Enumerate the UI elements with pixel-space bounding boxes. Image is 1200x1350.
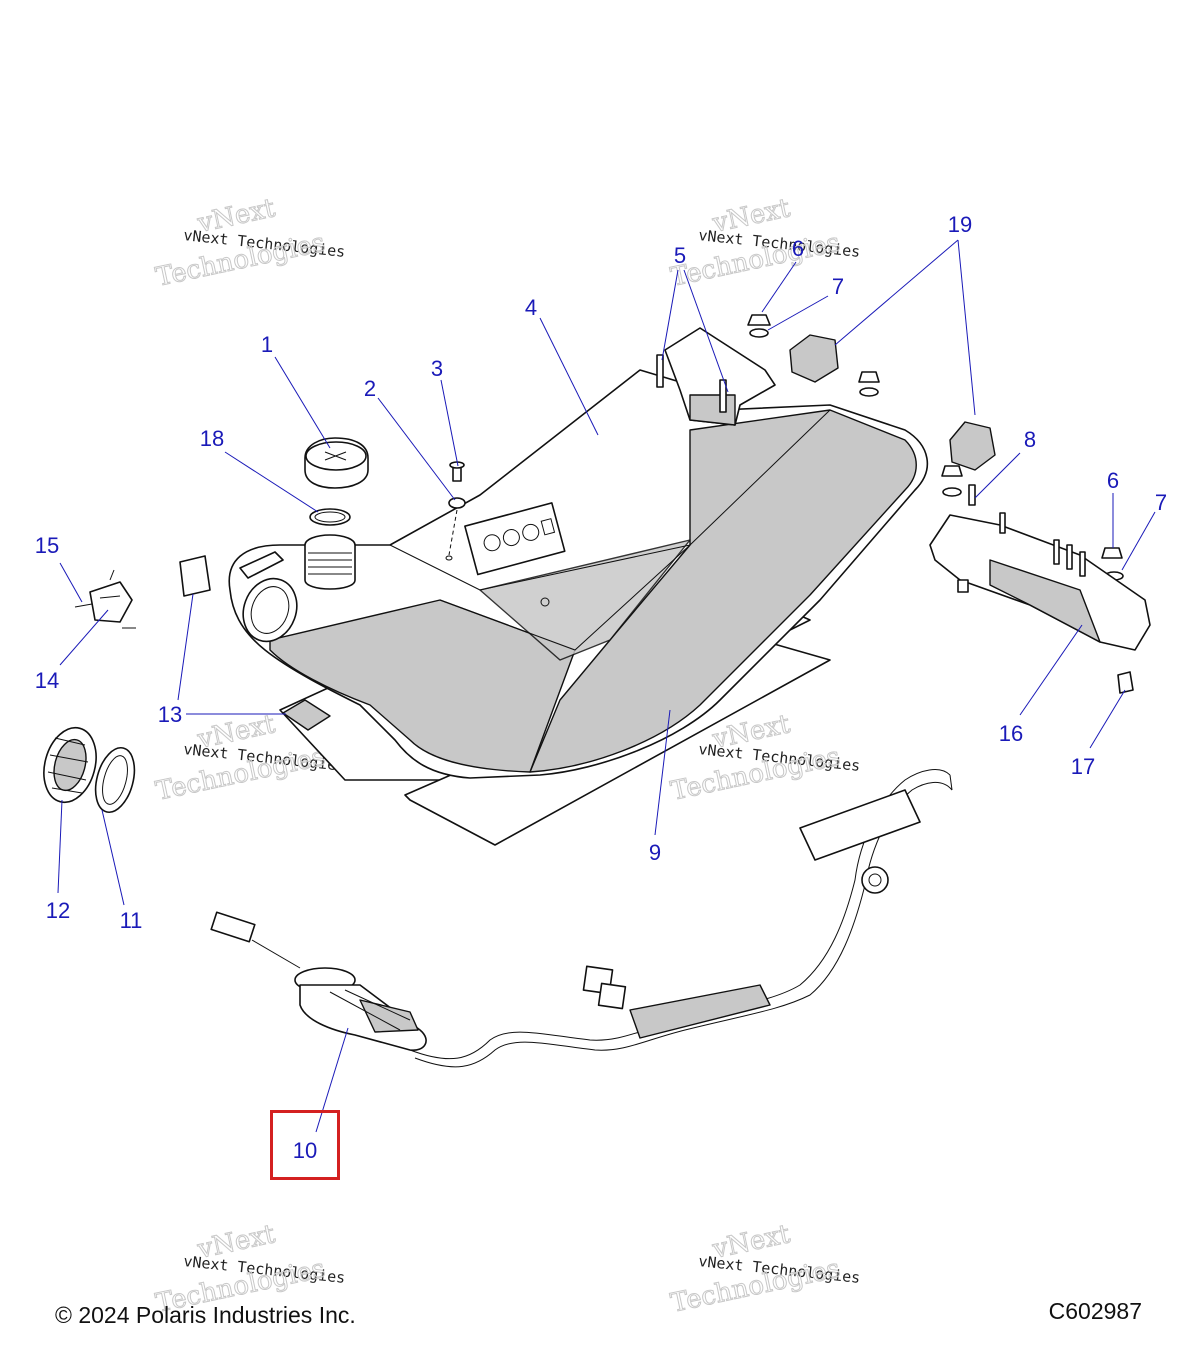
callout-17[interactable]: 17 — [1071, 754, 1095, 779]
stud — [968, 484, 976, 506]
callout-14[interactable]: 14 — [35, 668, 59, 693]
callout-6-top[interactable]: 6 — [792, 236, 804, 261]
fuel-pump-assembly — [210, 769, 953, 1068]
callout-8[interactable]: 8 — [1024, 427, 1036, 452]
watermark-bottom-right: vNext vNext Technologies Technologies — [668, 1219, 861, 1320]
leader-lines — [57, 239, 1156, 1133]
tank-top-bracket — [656, 327, 776, 426]
callout-7-top[interactable]: 7 — [832, 274, 844, 299]
clip — [1117, 671, 1134, 694]
foam-pads — [179, 555, 331, 731]
callout-9[interactable]: 9 — [649, 840, 661, 865]
copyright-text: © 2024 Polaris Industries Inc. — [55, 1302, 356, 1328]
pump-seal — [94, 746, 136, 814]
nut-washer-top — [747, 314, 880, 397]
lock-ring — [43, 726, 97, 804]
watermark-top-left: vNext vNext Technologies Technologies — [153, 193, 346, 294]
callout-19[interactable]: 19 — [948, 212, 972, 237]
rubber-pads — [789, 334, 996, 471]
callout-15[interactable]: 15 — [35, 533, 59, 558]
callout-11[interactable]: 11 — [120, 908, 143, 933]
diagram-code: C602987 — [1048, 1298, 1142, 1324]
callout-7-right[interactable]: 7 — [1155, 490, 1167, 515]
callout-3[interactable]: 3 — [431, 356, 443, 381]
callout-10[interactable]: 10 — [293, 1138, 317, 1163]
callout-5[interactable]: 5 — [674, 243, 686, 268]
rear-mount-bracket — [929, 512, 1151, 651]
callout-numbers: 1 2 3 4 5 6 7 8 9 10 11 12 13 14 15 16 1… — [35, 212, 1167, 1163]
callout-2[interactable]: 2 — [364, 376, 376, 401]
o-ring — [309, 508, 351, 526]
callout-18[interactable]: 18 — [200, 426, 224, 451]
highlighted-callout-box — [270, 1110, 340, 1180]
watermark-top-right: vNext vNext Technologies Technologies — [668, 193, 861, 294]
callout-1[interactable]: 1 — [261, 332, 273, 357]
small-bracket — [74, 569, 136, 629]
fuel-cap — [304, 437, 369, 489]
callout-13[interactable]: 13 — [158, 702, 182, 727]
callout-6-right[interactable]: 6 — [1107, 468, 1119, 493]
fuel-tank — [228, 369, 929, 779]
callout-16[interactable]: 16 — [999, 721, 1023, 746]
callout-4[interactable]: 4 — [525, 295, 537, 320]
callout-12[interactable]: 12 — [46, 898, 70, 923]
